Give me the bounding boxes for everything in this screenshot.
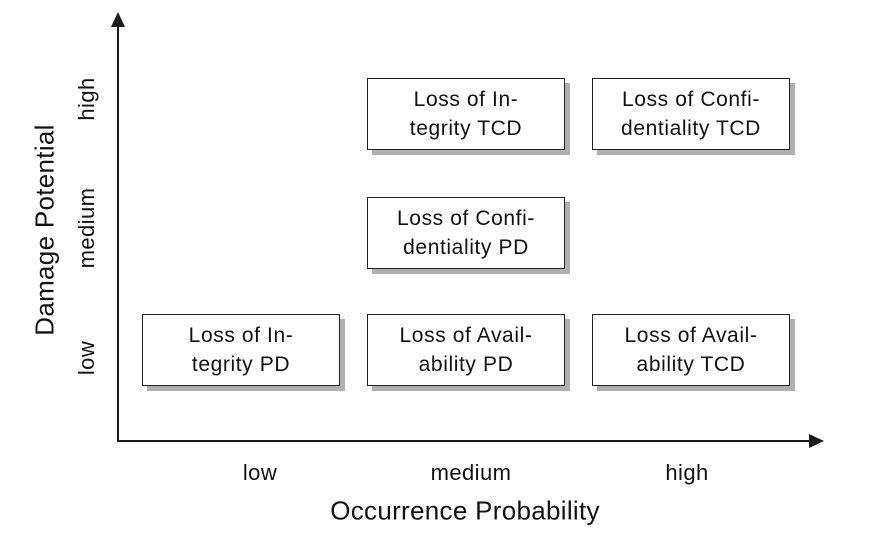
risk-box-loss-of-availability-tcd: Loss of Avail- ability TCD <box>592 314 790 386</box>
box-text-line: dentiality TCD <box>621 117 761 140</box>
box-text-line: Loss of Avail- <box>399 324 533 347</box>
x-axis-arrowhead-icon <box>809 434 824 448</box>
box-text-line: dentiality PD <box>403 236 529 259</box>
x-tick-medium: medium <box>430 460 512 485</box>
y-axis-title: Damage Potential <box>29 124 60 336</box>
box-text-line: tegrity TCD <box>409 117 523 140</box>
risk-box-loss-of-confidentiality-pd: Loss of Confi- dentiality PD <box>367 197 565 269</box>
box-text-line: ability TCD <box>636 353 746 376</box>
x-tick-high: high <box>665 460 709 485</box>
y-tick-high: high <box>74 77 99 121</box>
box-text-line: Loss of Confi- <box>622 88 760 111</box>
y-axis-line <box>117 24 119 441</box>
risk-box-loss-of-confidentiality-tcd: Loss of Confi- dentiality TCD <box>592 78 790 150</box>
box-text-line: tegrity PD <box>191 353 291 376</box>
y-tick-low: low <box>74 340 99 376</box>
x-axis-line <box>117 440 811 442</box>
x-axis-title: Occurrence Probability <box>330 495 600 526</box>
box-text-line: ability PD <box>418 353 514 376</box>
y-axis-arrowhead-icon <box>111 12 125 27</box>
risk-box-loss-of-availability-pd: Loss of Avail- ability PD <box>367 314 565 386</box>
risk-box-loss-of-integrity-tcd: Loss of In- tegrity TCD <box>367 78 565 150</box>
x-tick-low: low <box>242 460 278 485</box>
box-text-line: Loss of In- <box>413 88 519 111</box>
box-text-line: Loss of In- <box>188 324 294 347</box>
y-tick-medium: medium <box>74 187 99 269</box>
box-text-line: Loss of Avail- <box>624 324 758 347</box>
box-text-line: Loss of Confi- <box>397 207 535 230</box>
risk-box-loss-of-integrity-pd: Loss of In- tegrity PD <box>142 314 340 386</box>
